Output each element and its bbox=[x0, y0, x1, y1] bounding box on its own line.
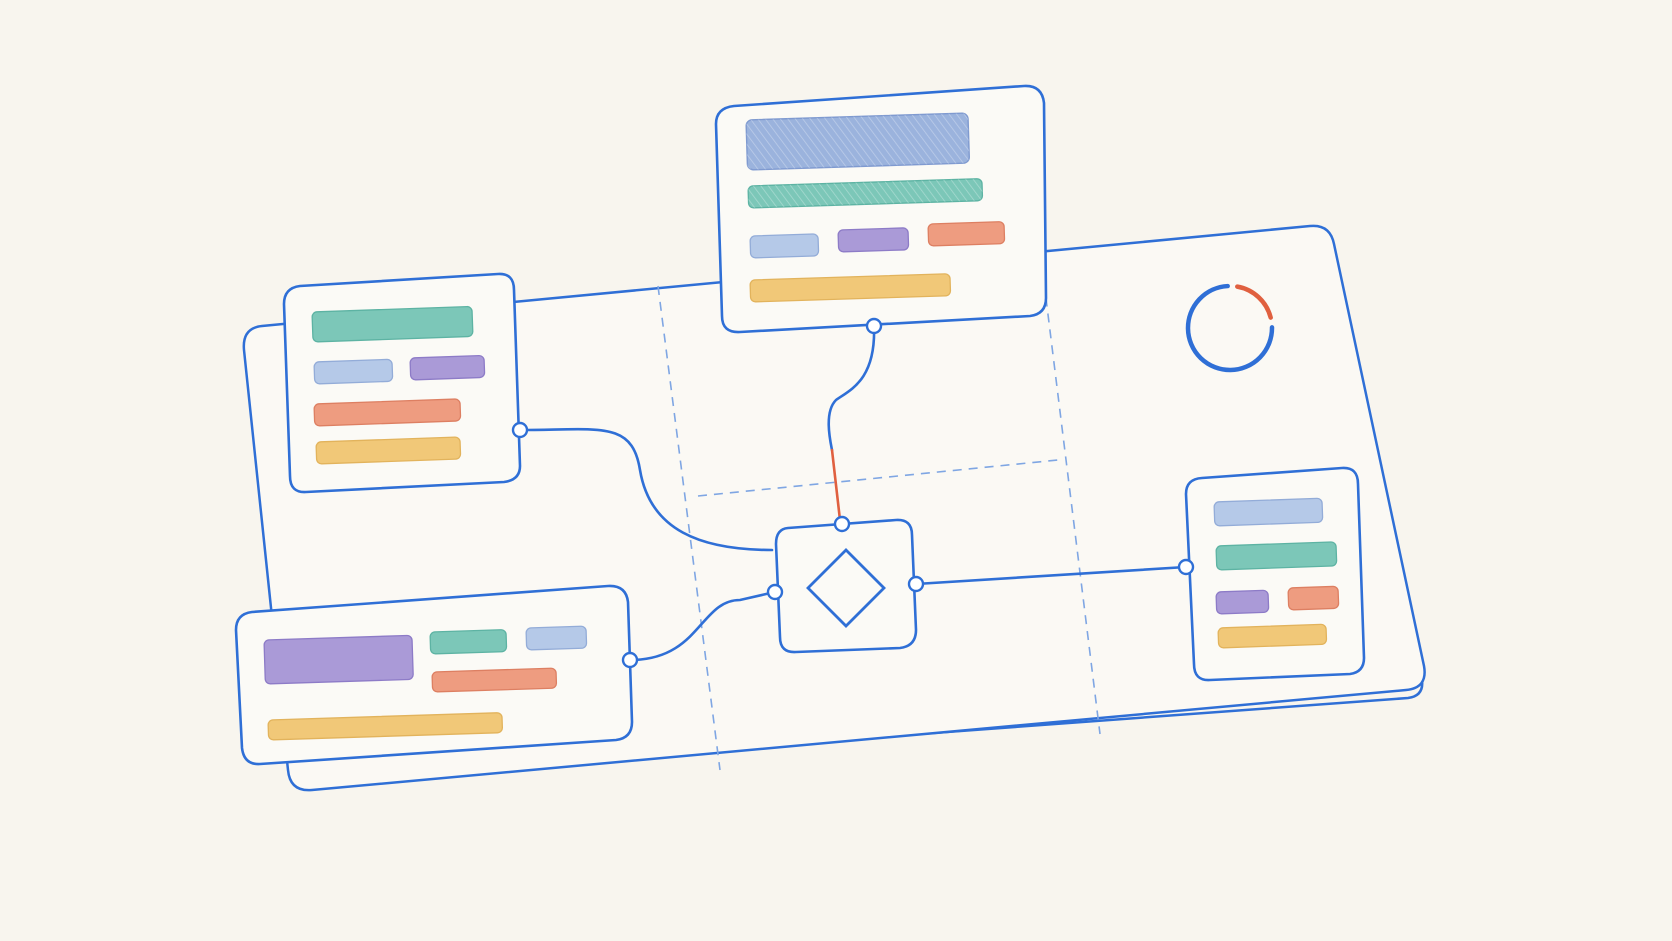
right-card-bar-2 bbox=[1215, 541, 1338, 571]
top-card-bar-2 bbox=[749, 273, 952, 303]
bottom-left-card-chip-1 bbox=[429, 629, 508, 655]
port-center-left[interactable] bbox=[766, 583, 784, 601]
center-node-frame[interactable] bbox=[774, 518, 918, 654]
top-card-chip-3 bbox=[927, 221, 1006, 247]
left-card-bar-1 bbox=[311, 305, 474, 343]
center-decision-node[interactable] bbox=[774, 518, 918, 654]
port-left-card-right[interactable] bbox=[511, 421, 529, 439]
diamond-icon bbox=[806, 548, 886, 628]
right-card[interactable] bbox=[1184, 466, 1366, 682]
port-top-card-bottom[interactable] bbox=[865, 317, 883, 335]
bottom-left-card-chip-2 bbox=[525, 625, 588, 651]
grid-line-vertical bbox=[1039, 249, 1101, 735]
port-bottom-left-card-right[interactable] bbox=[621, 651, 639, 669]
left-card-bar-2 bbox=[313, 398, 462, 427]
top-card-chip-2 bbox=[837, 227, 910, 253]
grid-line-horizontal bbox=[697, 459, 1059, 497]
left-card-chip-2 bbox=[409, 354, 486, 381]
connector-top-to-center[interactable] bbox=[827, 324, 876, 452]
port-center-right[interactable] bbox=[907, 575, 925, 593]
port-center-top[interactable] bbox=[833, 515, 851, 533]
bottom-left-card-bar-1 bbox=[431, 667, 558, 693]
bottom-left-card-bar-2 bbox=[267, 712, 504, 741]
left-card-bar-3 bbox=[315, 436, 462, 465]
ports bbox=[511, 317, 1195, 669]
progress-ring-accent bbox=[1185, 283, 1275, 373]
connectors bbox=[518, 324, 1188, 662]
bottom-left-card[interactable] bbox=[234, 584, 634, 766]
board-grid bbox=[657, 249, 1101, 771]
connector-center-to-right[interactable] bbox=[914, 565, 1188, 586]
bottom-left-card-bar-title bbox=[263, 634, 414, 685]
right-card-bar-1 bbox=[1213, 497, 1324, 527]
right-card-bar-3 bbox=[1217, 623, 1328, 649]
left-card[interactable] bbox=[282, 272, 522, 494]
port-right-card-left[interactable] bbox=[1177, 558, 1195, 576]
top-card-bar-1 bbox=[748, 178, 983, 208]
right-card-chip-1 bbox=[1215, 589, 1270, 615]
top-card[interactable] bbox=[714, 84, 1048, 334]
grid-line-vertical bbox=[657, 285, 721, 771]
connector-bottomleft-to-center[interactable] bbox=[628, 590, 777, 662]
left-card-chip-1 bbox=[313, 358, 394, 385]
top-card-chip-1 bbox=[749, 233, 820, 259]
progress-ring-primary bbox=[1185, 283, 1275, 373]
right-card-chip-2 bbox=[1287, 585, 1340, 611]
connector-top-to-center-active[interactable] bbox=[830, 448, 842, 522]
progress-ring-icon bbox=[1185, 283, 1275, 373]
top-card-bar-title bbox=[746, 113, 970, 170]
connector-left-to-center[interactable] bbox=[518, 427, 774, 552]
